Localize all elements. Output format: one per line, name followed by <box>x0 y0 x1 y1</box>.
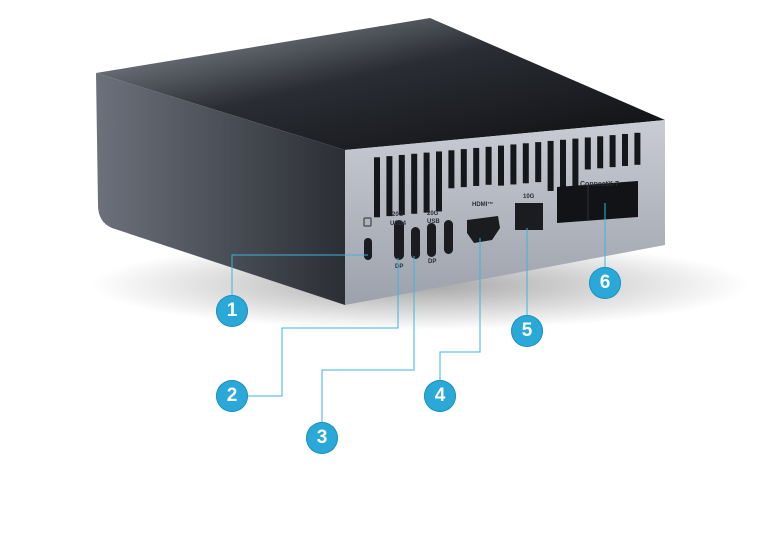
callout-number: 5 <box>521 320 533 341</box>
usb-speed-label: 20G <box>427 211 439 217</box>
usb-c-port-1 <box>411 227 420 259</box>
callout-line-1 <box>231 254 368 295</box>
callout-lines <box>231 203 606 422</box>
usb-c-port-3 <box>444 220 453 254</box>
vent-slot <box>398 154 405 215</box>
vent-slot <box>510 144 517 185</box>
usb4-dp-label: DP <box>395 264 403 270</box>
vent-slot <box>597 136 604 169</box>
vent-slot <box>460 149 467 188</box>
callout-line-4 <box>439 238 481 380</box>
callout-number: 1 <box>226 300 238 321</box>
vent-slot <box>411 153 418 214</box>
usb-c-port-2 <box>427 223 436 257</box>
hdmi-port <box>467 216 500 243</box>
usb4-port <box>394 220 404 260</box>
vent-slot <box>547 140 554 191</box>
connectx-7-label: ConnectX-7 <box>580 181 619 188</box>
callout-badge-1: 1 <box>216 295 248 327</box>
vent-slot <box>374 157 380 218</box>
vent-slot <box>584 137 591 170</box>
ethernet-port <box>515 203 543 230</box>
callout-badge-4: 4 <box>424 380 456 412</box>
usb4-label: USB4 <box>390 221 407 227</box>
callout-number: 2 <box>226 385 238 406</box>
vent-slot <box>448 150 455 189</box>
callout-badge-5: 5 <box>511 315 543 347</box>
vent-slot <box>634 132 641 165</box>
hdmi-label: HDMI™ <box>472 201 493 208</box>
vent-slots <box>374 132 641 218</box>
callout-number: 6 <box>599 272 611 293</box>
callout-badge-2: 2 <box>216 380 248 412</box>
vent-slot <box>622 133 628 166</box>
kensington-lock-slot <box>364 238 372 260</box>
callout-line-2 <box>248 258 399 397</box>
vent-slot <box>473 147 480 186</box>
callout-badge-3: 3 <box>306 422 338 454</box>
top-face <box>96 18 665 150</box>
lan-label: 10G <box>523 194 535 200</box>
connectx-7-port <box>557 181 638 223</box>
vent-slot <box>522 143 529 184</box>
vent-slot <box>498 145 504 186</box>
vent-slot <box>535 142 542 183</box>
usb-label: USB <box>427 219 440 225</box>
callout-number: 3 <box>316 427 328 448</box>
vent-slot <box>560 139 566 190</box>
vent-slot <box>423 152 430 213</box>
callout-line-3 <box>321 256 415 422</box>
usb4-speed-label: 20G <box>392 212 404 218</box>
side-face <box>96 73 345 305</box>
callout-badge-6: 6 <box>589 267 621 299</box>
vent-slot <box>386 156 393 217</box>
vent-slot <box>609 135 616 168</box>
vent-slot <box>572 138 579 189</box>
vent-slot <box>436 151 442 212</box>
callout-number: 4 <box>434 385 446 406</box>
vent-slot <box>485 146 492 185</box>
usb-dp-label: DP <box>428 259 436 265</box>
lock-icon <box>363 217 372 227</box>
